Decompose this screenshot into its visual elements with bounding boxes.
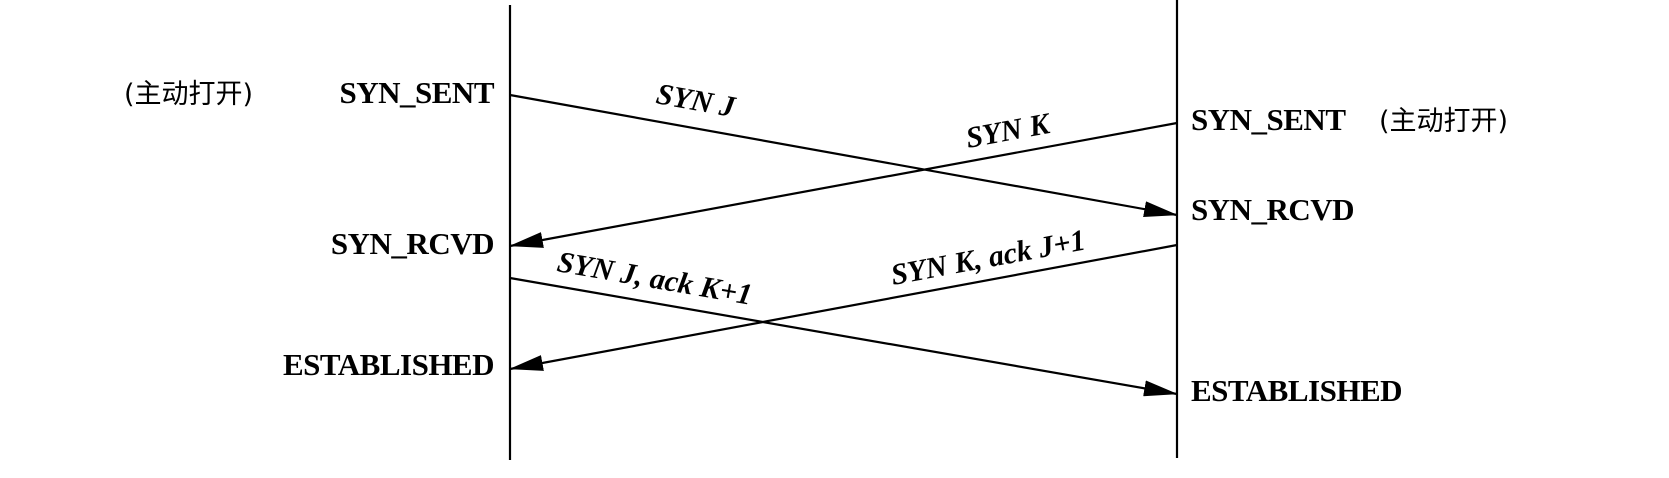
message-label-syn-j: SYN J <box>654 77 739 124</box>
arrow-syn-j-ack <box>509 276 1178 397</box>
right-state-syn-rcvd: SYN_RCVD <box>1191 192 1354 227</box>
right-state-established: ESTABLISHED <box>1191 373 1402 408</box>
left-state-syn-rcvd: SYN_RCVD <box>331 226 494 261</box>
right-state-syn-sent: SYN_SENT <box>1191 102 1346 137</box>
right-active-open-note: (主动打开) <box>1379 106 1508 137</box>
left-state-syn-sent: SYN_SENT <box>340 75 495 110</box>
arrow-syn-j <box>509 93 1178 218</box>
left-state-established: ESTABLISHED <box>283 347 494 382</box>
arrow-syn-k-ack <box>509 243 1178 371</box>
message-label-syn-k-ack: SYN K, ack J+1 <box>888 224 1088 292</box>
arrow-syn-k <box>509 121 1178 248</box>
left-active-open-note: (主动打开) <box>124 79 253 110</box>
message-label-syn-j-ack: SYN J, ack K+1 <box>555 245 755 311</box>
